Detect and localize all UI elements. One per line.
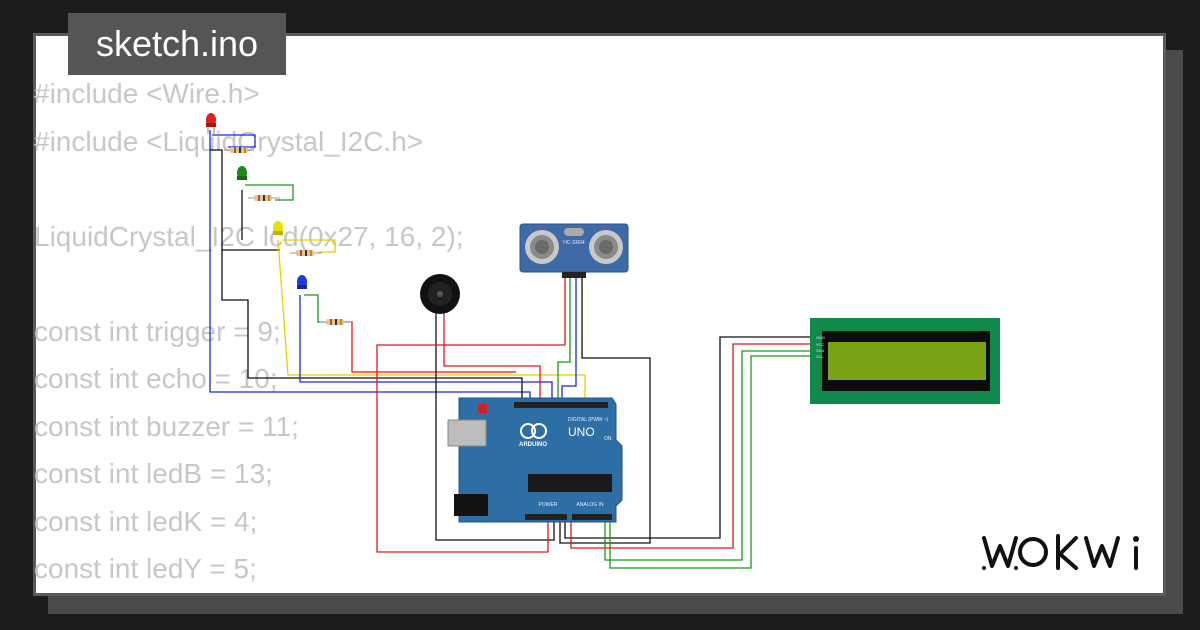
lcd-pin-gnd: GND (816, 335, 825, 340)
lcd-pin-vcc: VCC (816, 342, 825, 347)
code-line: #include <LiquidCrystal_I2C.h> (34, 125, 424, 157)
wire-black-gnd-sensor (559, 278, 651, 544)
resistor-1 (224, 147, 254, 153)
resistor-2 (248, 195, 280, 201)
wire-black-led1 (210, 149, 280, 251)
wire-yellow-led (282, 239, 336, 253)
wire-green-lcd-sda (604, 350, 812, 561)
sensor-label: HC-SR04 (563, 240, 585, 246)
wire-blue-led (212, 134, 256, 148)
arduino-power-header: POWER (539, 502, 558, 508)
wire-black-buzzer (435, 312, 555, 541)
wire-red-vcc (376, 278, 566, 553)
file-tab[interactable]: sketch.ino (68, 13, 286, 75)
wire-green-bled (304, 294, 330, 323)
resistors (224, 147, 352, 325)
arduino-model: UNO (568, 425, 595, 439)
arduino-on-label: ON (604, 436, 612, 442)
wire-green-lcd-scl (609, 355, 812, 569)
resistor-4 (320, 319, 352, 325)
code-editor: #include <Wire.h> #include <LiquidCrystal… (34, 70, 464, 593)
ultrasonic-sensor: HC-SR04 (519, 223, 629, 278)
led-green (237, 166, 247, 180)
buzzer (420, 274, 460, 314)
led-blue (297, 275, 307, 289)
lcd-pin-scl: SCL (816, 354, 825, 359)
arduino-digital-header: DIGITAL (PWM ~) (568, 417, 608, 423)
wire-red-buzzer (443, 312, 541, 408)
code-line: const int buzzer = 11; (34, 410, 299, 442)
led-red (206, 113, 216, 134)
wire-red-bled (345, 321, 516, 373)
wire-blue-bled (299, 295, 553, 408)
wire-green-led (245, 184, 294, 201)
led-yellow (273, 221, 283, 235)
code-line: const int trigger = 9; (34, 315, 281, 347)
lcd-display: GND VCC SDA SCL (810, 318, 1000, 404)
code-line: const int ledB = 13; (34, 458, 273, 489)
arduino-brand: ARDUINO (519, 442, 547, 448)
wire-red-lcd (570, 343, 812, 549)
wire-blue-echo (561, 278, 577, 408)
wire-green-trig (557, 278, 571, 408)
resistor-3 (290, 250, 322, 256)
wire-black-lcd (564, 336, 812, 539)
code-line: LiquidCrystal_I2C lcd(0x27, 16, 2); (34, 220, 464, 252)
code-line: const int ledK = 4; (34, 505, 258, 537)
code-line: #include <Wire.h> (34, 78, 260, 109)
code-line: const int ledY = 5; (34, 553, 257, 584)
lcd-pin-sda: SDA (816, 348, 825, 353)
wire-black-gnd (221, 250, 523, 408)
arduino-uno: DIGITAL (PWM ~) UNO ARDUINO ON POWER ANA… (447, 397, 623, 523)
wokwi-logo (982, 534, 1139, 570)
arduino-analog-header: ANALOG IN (576, 502, 604, 508)
code-line: const int echo = 10; (34, 363, 278, 394)
